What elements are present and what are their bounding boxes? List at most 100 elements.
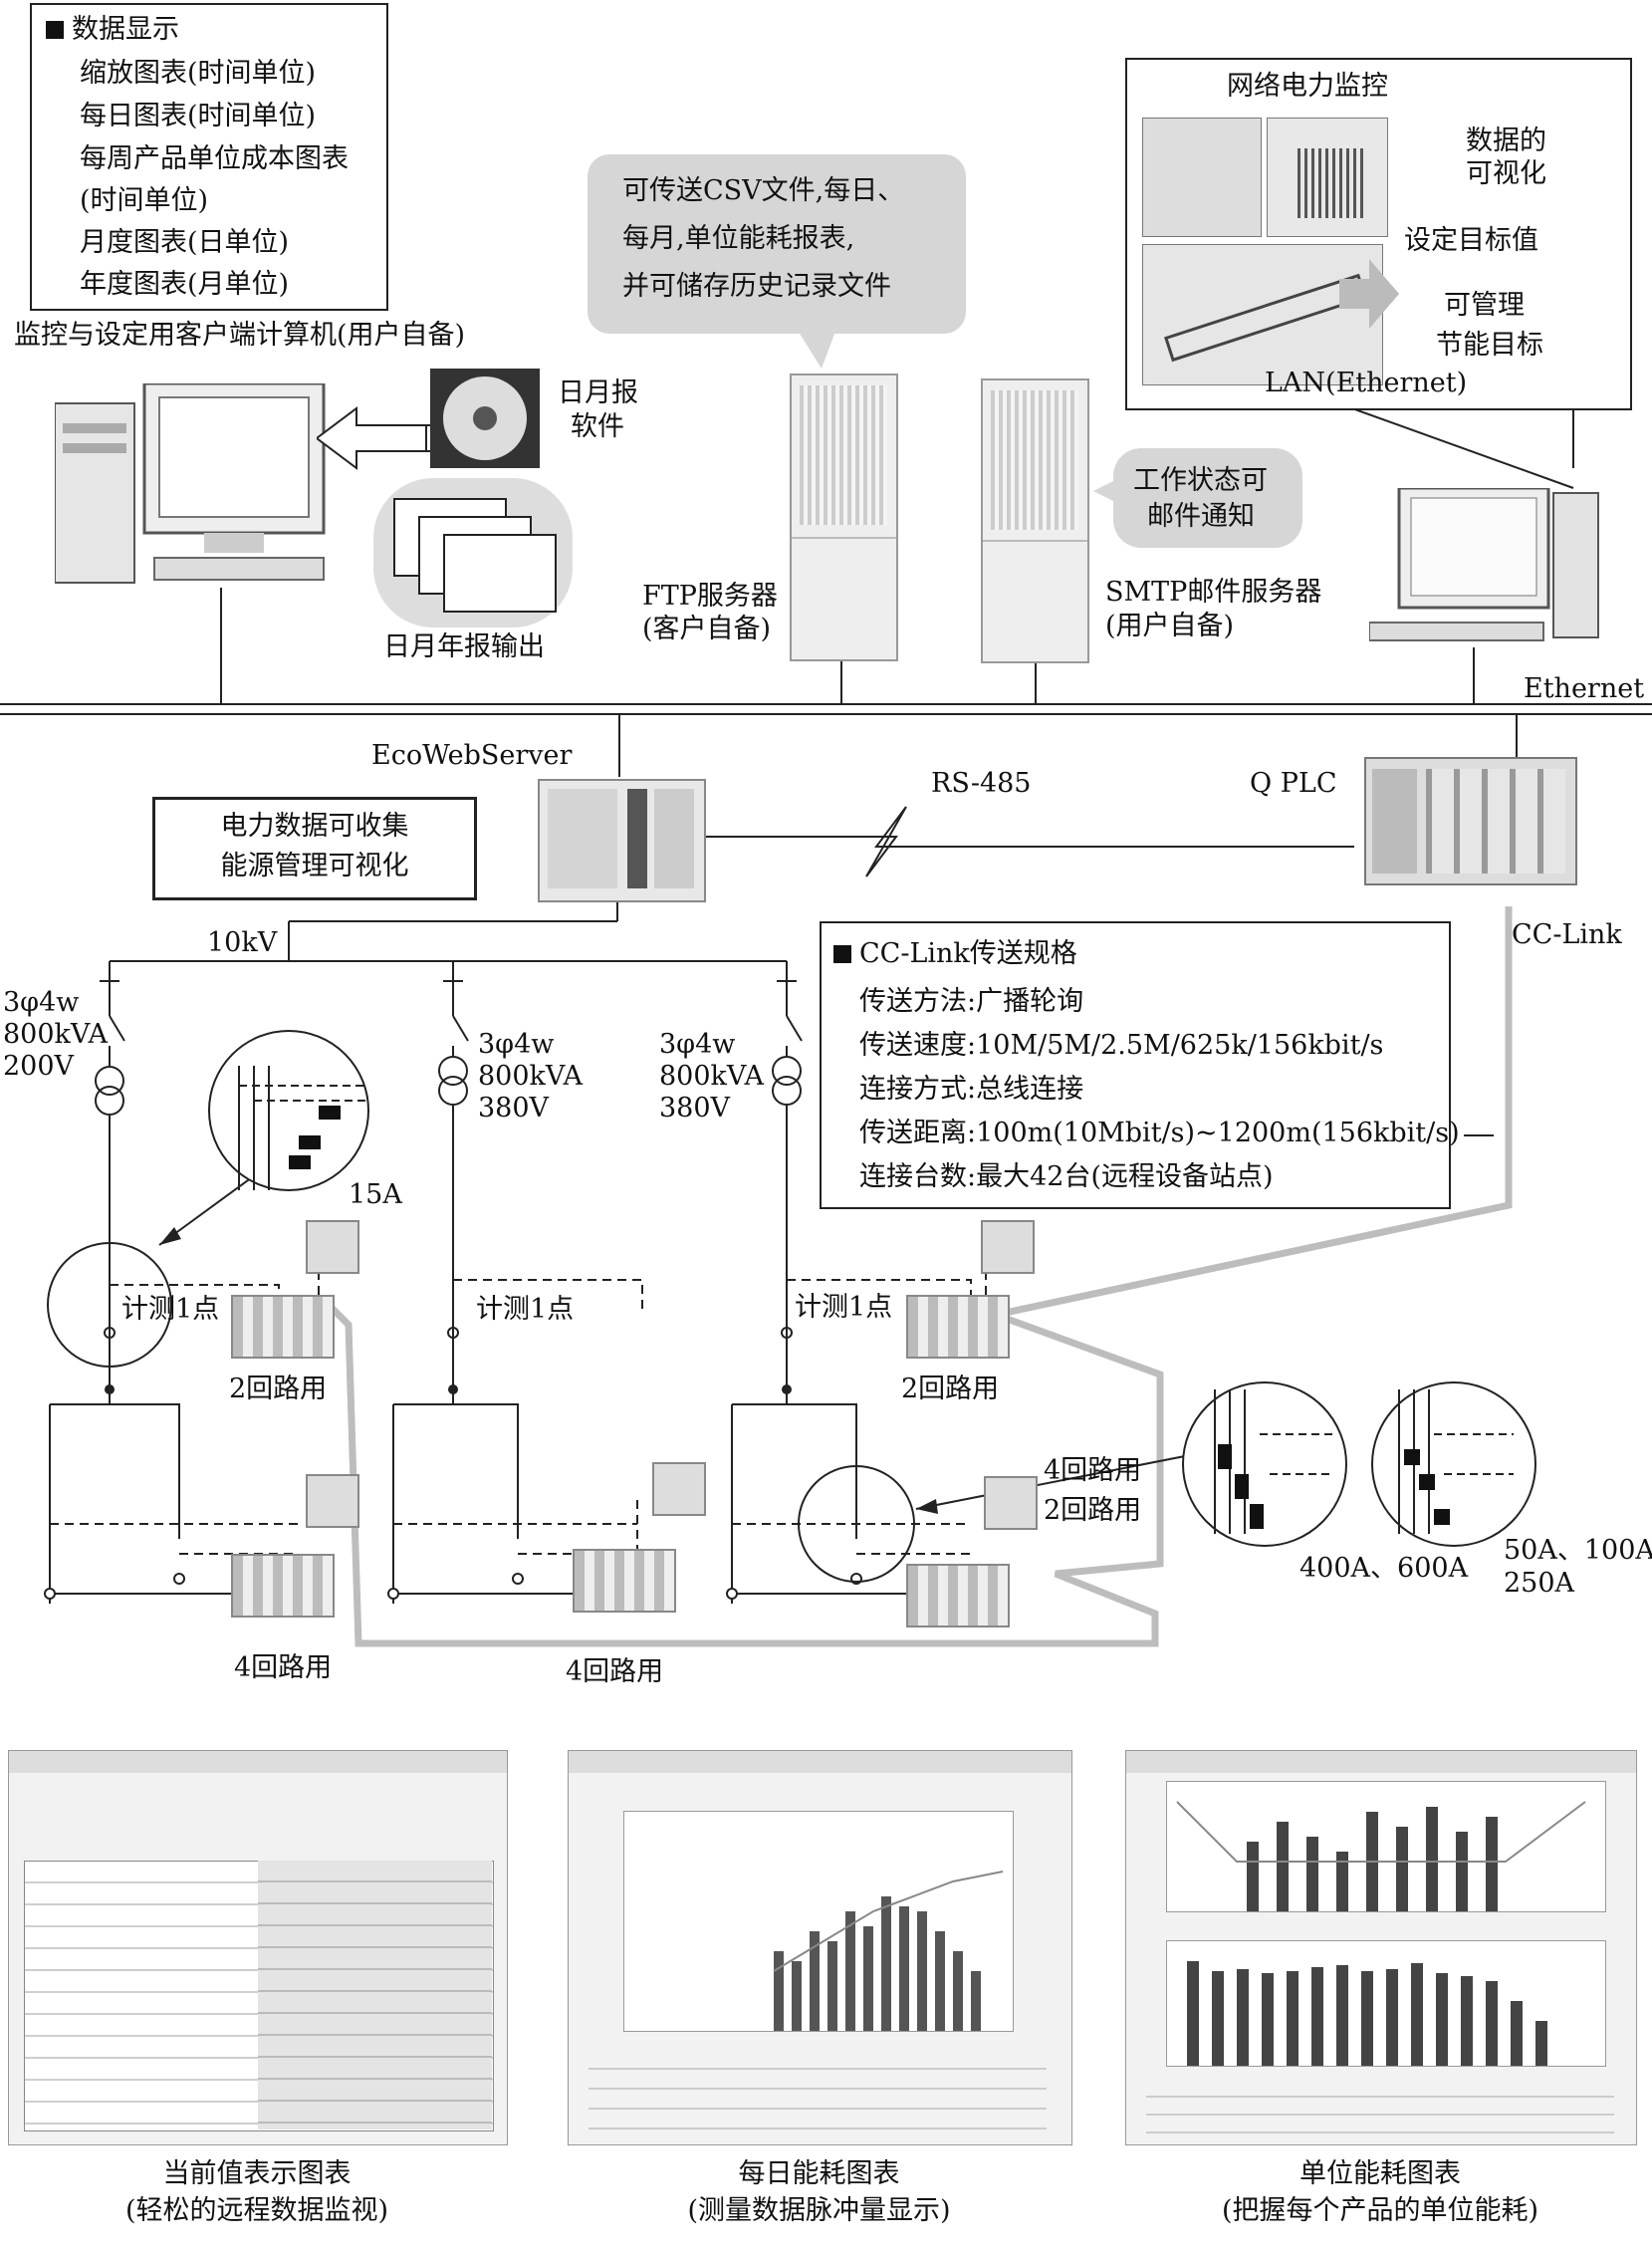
transformer-volt: 380V bbox=[478, 1093, 550, 1124]
plc-device-icon bbox=[1364, 757, 1577, 885]
screen-caption: (把握每个产品的单位能耗) bbox=[1221, 2195, 1539, 2226]
network-monitor-title: 网络电力监控 bbox=[1227, 71, 1388, 102]
smtp-server-icon bbox=[981, 378, 1089, 663]
ethernet-label: Ethernet bbox=[1524, 673, 1645, 704]
label-15a: 15A bbox=[349, 1179, 402, 1210]
smtp-bubble bbox=[1113, 448, 1302, 548]
cclink-spec-box: CC-Link传送规格 传送方法:广播轮询 传送速度:10M/5M/2.5M/6… bbox=[820, 921, 1460, 1209]
software-label: 日月报 bbox=[558, 377, 638, 408]
ecowebserver-label: EcoWebServer bbox=[371, 740, 573, 771]
screen-caption: (测量数据脉冲量显示) bbox=[687, 2195, 951, 2226]
client-computer-icon bbox=[55, 383, 326, 584]
data-display-title: 数据显示 bbox=[46, 13, 179, 47]
power-data-box: 电力数据可收集 能源管理可视化 bbox=[152, 797, 477, 900]
bubble-tail-icon bbox=[1093, 476, 1123, 506]
data-display-item: 月度图表(日单位) bbox=[80, 227, 290, 258]
smtp-bubble-text: 工作状态可 bbox=[1133, 465, 1268, 496]
meter-display-icon bbox=[652, 1462, 706, 1516]
monitor-screenshot bbox=[1142, 118, 1262, 237]
set-target-text: 设定目标值 bbox=[1404, 225, 1538, 256]
data-display-item: 缩放图表(时间单位) bbox=[80, 58, 317, 89]
network-computer-icon bbox=[1369, 488, 1599, 641]
smtp-server-label: SMTP邮件服务器 bbox=[1105, 577, 1322, 608]
ftp-server-icon bbox=[790, 374, 898, 661]
daily-energy-screenshot bbox=[568, 1750, 1072, 2145]
ftp-server-label: (客户自备) bbox=[642, 614, 772, 644]
transformer-phase: 3φ4w bbox=[478, 1029, 555, 1060]
qplc-label: Q PLC bbox=[1250, 768, 1337, 799]
monitor-screenshot bbox=[1267, 118, 1388, 237]
cclink-spec-row: 连接台数:最大42台(远程设备站点) bbox=[859, 1161, 1274, 1192]
network-monitor-box: 网络电力监控 数据的 可视化 设定目标值 可管理 节能目标 LAN(Ethern… bbox=[1125, 58, 1632, 410]
manage-text: 可管理 bbox=[1444, 290, 1525, 321]
ampere-label: 400A、600A bbox=[1299, 1553, 1469, 1584]
screen-caption: (轻松的远程数据监视) bbox=[124, 2195, 389, 2226]
meter-display-icon bbox=[306, 1474, 359, 1528]
unit-bars-graphic-top bbox=[1176, 1801, 1586, 1911]
circuit-label: 2回路用 bbox=[1044, 1495, 1142, 1526]
visualize-text: 可视化 bbox=[1466, 158, 1546, 189]
data-display-item: (时间单位) bbox=[80, 185, 209, 216]
ampere-label: 50A、100A、 bbox=[1504, 1535, 1652, 1566]
transformer-volt: 200V bbox=[3, 1051, 75, 1082]
import-arrow-icon bbox=[317, 406, 443, 470]
data-display-item: 每周产品单位成本图表 bbox=[80, 143, 349, 174]
circuit-label: 4回路用 bbox=[234, 1652, 333, 1683]
cclink-spec-row: 传送方法:广播轮询 bbox=[859, 986, 1084, 1017]
arrow-right-icon bbox=[1339, 259, 1399, 329]
daily-bars-graphic bbox=[773, 1871, 1004, 2031]
ftp-server-label: FTP服务器 bbox=[642, 581, 778, 612]
circuit-label: 4回路用 bbox=[566, 1656, 664, 1687]
ecowebserver-device-icon bbox=[538, 779, 706, 902]
bubble-tail-icon bbox=[797, 329, 836, 369]
data-display-item: 每日图表(时间单位) bbox=[80, 101, 317, 131]
visualize-text: 数据的 bbox=[1466, 125, 1546, 156]
cclink-label: CC-Link bbox=[1512, 919, 1622, 950]
meter-display-icon bbox=[984, 1476, 1038, 1530]
smtp-bubble-text: 邮件通知 bbox=[1147, 501, 1255, 532]
power-box-text: 能源管理可视化 bbox=[220, 851, 409, 881]
transformer-kva: 800kVA bbox=[3, 1019, 109, 1050]
client-pc-label: 监控与设定用客户端计算机(用户自备) bbox=[14, 320, 466, 351]
current-value-screenshot bbox=[8, 1750, 508, 2145]
measuring-unit-icon bbox=[231, 1554, 335, 1618]
measuring-unit-icon bbox=[906, 1295, 1010, 1359]
data-display-box: 数据显示 缩放图表(时间单位) 每日图表(时间单位) 每周产品单位成本图表 (时… bbox=[30, 3, 388, 311]
cclink-spec-row: 传送距离:100m(10Mbit/s)~1200m(156kbit/s) bbox=[859, 1118, 1460, 1148]
transformer-volt: 380V bbox=[659, 1093, 731, 1124]
measuring-unit-icon bbox=[573, 1549, 676, 1613]
lan-label: LAN(Ethernet) bbox=[1265, 368, 1468, 398]
measure-point-label: 计测1点 bbox=[121, 1294, 220, 1325]
measuring-unit-icon bbox=[231, 1295, 335, 1359]
cd-software-icon bbox=[430, 369, 540, 468]
rs485-label: RS-485 bbox=[931, 768, 1032, 799]
cclink-spec-row: 连接方式:总线连接 bbox=[859, 1074, 1084, 1105]
ftp-bubble-text: 可传送CSV文件,每日、 bbox=[622, 175, 905, 206]
square-bullet-icon bbox=[833, 945, 851, 963]
meter-display-icon bbox=[306, 1220, 359, 1274]
unit-energy-screenshot bbox=[1125, 1750, 1637, 2145]
transformer-phase: 3φ4w bbox=[3, 987, 80, 1018]
transformer-kva: 800kVA bbox=[659, 1061, 765, 1092]
ftp-bubble-text: 每月,单位能耗报表, bbox=[622, 223, 855, 254]
measure-point-label: 计测1点 bbox=[476, 1294, 575, 1325]
transformer-phase: 3φ4w bbox=[659, 1029, 736, 1060]
circuit-label: 2回路用 bbox=[901, 1374, 1000, 1404]
circuit-label: 4回路用 bbox=[1044, 1455, 1142, 1486]
cclink-spec-row: 传送速度:10M/5M/2.5M/625k/156kbit/s bbox=[859, 1030, 1384, 1061]
meter-display-icon bbox=[981, 1220, 1035, 1274]
ftp-bubble bbox=[588, 154, 966, 334]
square-bullet-icon bbox=[46, 21, 64, 39]
screen-caption: 当前值表示图表 bbox=[162, 2158, 352, 2189]
power-box-text: 电力数据可收集 bbox=[220, 811, 409, 842]
data-display-item: 年度图表(月单位) bbox=[80, 269, 290, 300]
monitor-screenshot bbox=[1142, 244, 1383, 385]
software-label: 软件 bbox=[571, 411, 624, 442]
report-output-label: 日月年报输出 bbox=[383, 631, 545, 662]
report-sheet-icon bbox=[443, 534, 557, 613]
circuit-label: 2回路用 bbox=[229, 1374, 328, 1404]
voltage-10kv-label: 10kV bbox=[207, 927, 278, 958]
ftp-bubble-text: 并可储存历史记录文件 bbox=[622, 271, 891, 302]
transformer-kva: 800kVA bbox=[478, 1061, 584, 1092]
